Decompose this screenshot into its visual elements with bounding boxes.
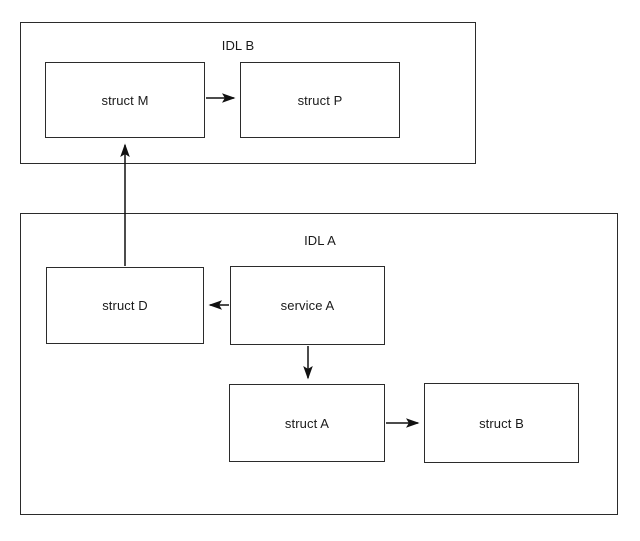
- node-label-struct-d: struct D: [102, 298, 148, 313]
- node-label-struct-p: struct P: [297, 92, 343, 108]
- node-label-service-a: service A: [280, 298, 335, 313]
- node-label-struct-m: struct M: [101, 92, 149, 108]
- node-label-struct-a: struct A: [284, 415, 330, 431]
- group-label-idl-b: IDL B: [221, 38, 255, 53]
- group-label-idl-a: IDL A: [304, 233, 336, 248]
- node-label-struct-b: struct B: [479, 415, 524, 431]
- node-struct-a[interactable]: struct A: [229, 384, 385, 462]
- node-service-a[interactable]: service A: [230, 266, 385, 345]
- node-struct-m[interactable]: struct M: [45, 62, 205, 138]
- node-struct-d[interactable]: struct D: [46, 267, 204, 344]
- node-struct-b[interactable]: struct B: [424, 383, 579, 463]
- group-container-idl-a[interactable]: [20, 213, 618, 515]
- node-struct-p[interactable]: struct P: [240, 62, 400, 138]
